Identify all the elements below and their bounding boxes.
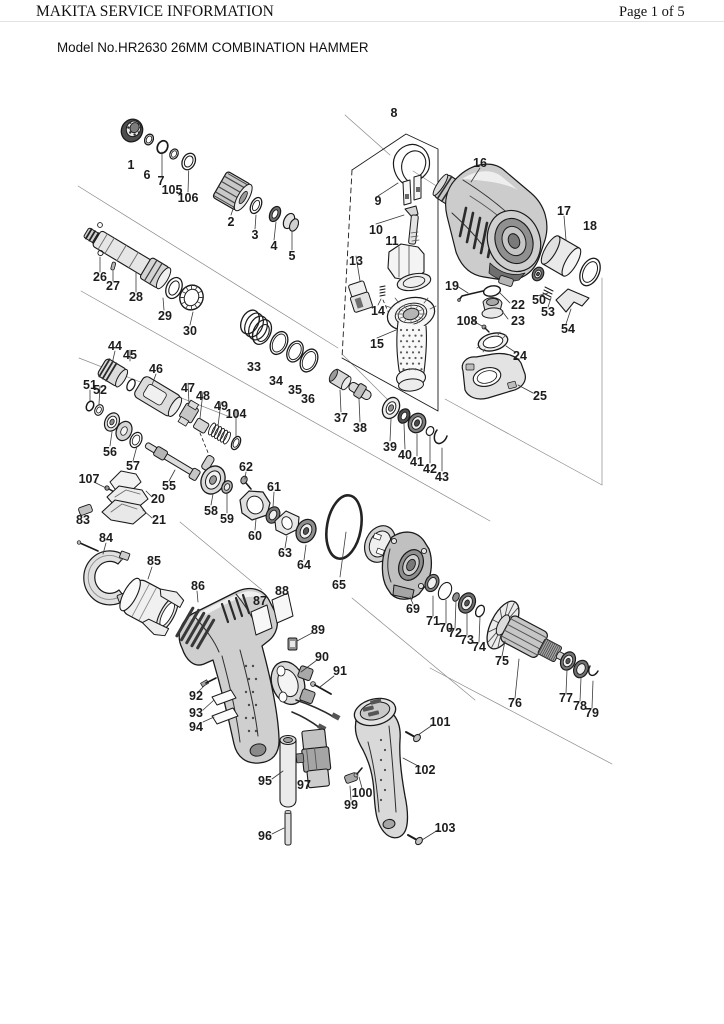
svg-text:13: 13 xyxy=(349,254,363,268)
svg-text:18: 18 xyxy=(583,219,597,233)
svg-text:19: 19 xyxy=(445,279,459,293)
svg-text:8: 8 xyxy=(391,106,398,120)
svg-text:69: 69 xyxy=(406,602,420,616)
svg-text:94: 94 xyxy=(189,720,203,734)
svg-text:51: 51 xyxy=(83,378,97,392)
svg-text:58: 58 xyxy=(204,504,218,518)
svg-text:39: 39 xyxy=(383,440,397,454)
svg-text:5: 5 xyxy=(289,249,296,263)
svg-text:84: 84 xyxy=(99,531,113,545)
svg-text:56: 56 xyxy=(103,445,117,459)
svg-text:40: 40 xyxy=(398,448,412,462)
svg-text:36: 36 xyxy=(301,392,315,406)
svg-text:33: 33 xyxy=(247,360,261,374)
svg-text:97: 97 xyxy=(297,778,311,792)
svg-text:15: 15 xyxy=(370,337,384,351)
svg-text:24: 24 xyxy=(513,349,527,363)
svg-text:4: 4 xyxy=(271,239,278,253)
svg-text:83: 83 xyxy=(76,513,90,527)
svg-text:53: 53 xyxy=(541,305,555,319)
svg-text:1: 1 xyxy=(128,158,135,172)
svg-text:6: 6 xyxy=(144,168,151,182)
svg-text:38: 38 xyxy=(353,421,367,435)
svg-text:29: 29 xyxy=(158,309,172,323)
svg-text:42: 42 xyxy=(423,462,437,476)
svg-text:103: 103 xyxy=(435,821,456,835)
svg-text:73: 73 xyxy=(460,633,474,647)
svg-text:102: 102 xyxy=(415,763,436,777)
svg-text:76: 76 xyxy=(508,696,522,710)
svg-text:37: 37 xyxy=(334,411,348,425)
svg-text:75: 75 xyxy=(495,654,509,668)
svg-text:104: 104 xyxy=(226,407,247,421)
svg-text:45: 45 xyxy=(123,348,137,362)
svg-text:50: 50 xyxy=(532,293,546,307)
svg-text:59: 59 xyxy=(220,512,234,526)
svg-text:105: 105 xyxy=(162,183,183,197)
svg-text:85: 85 xyxy=(147,554,161,568)
svg-text:74: 74 xyxy=(472,640,486,654)
svg-text:108: 108 xyxy=(457,314,478,328)
svg-text:52: 52 xyxy=(93,383,107,397)
svg-text:27: 27 xyxy=(106,279,120,293)
svg-text:57: 57 xyxy=(126,459,140,473)
svg-text:14: 14 xyxy=(371,304,385,318)
svg-text:107: 107 xyxy=(79,472,100,486)
svg-text:88: 88 xyxy=(275,584,289,598)
svg-text:26: 26 xyxy=(93,270,107,284)
svg-text:70: 70 xyxy=(439,621,453,635)
svg-text:46: 46 xyxy=(149,362,163,376)
svg-text:95: 95 xyxy=(258,774,272,788)
svg-text:23: 23 xyxy=(511,314,525,328)
svg-text:48: 48 xyxy=(196,389,210,403)
svg-text:30: 30 xyxy=(183,324,197,338)
svg-text:35: 35 xyxy=(288,383,302,397)
svg-text:3: 3 xyxy=(252,228,259,242)
svg-text:72: 72 xyxy=(448,626,462,640)
svg-text:93: 93 xyxy=(189,706,203,720)
svg-text:63: 63 xyxy=(278,546,292,560)
svg-text:17: 17 xyxy=(557,204,571,218)
svg-text:86: 86 xyxy=(191,579,205,593)
svg-text:87: 87 xyxy=(253,594,267,608)
svg-text:11: 11 xyxy=(385,234,398,248)
svg-text:78: 78 xyxy=(573,699,587,713)
svg-text:44: 44 xyxy=(108,339,122,353)
svg-text:43: 43 xyxy=(435,470,449,484)
svg-text:96: 96 xyxy=(258,829,272,843)
svg-text:22: 22 xyxy=(511,298,525,312)
svg-text:99: 99 xyxy=(344,798,358,812)
svg-text:16: 16 xyxy=(473,156,487,170)
svg-text:25: 25 xyxy=(533,389,547,403)
svg-text:77: 77 xyxy=(559,691,573,705)
svg-text:10: 10 xyxy=(369,223,383,237)
svg-text:65: 65 xyxy=(332,578,346,592)
svg-text:62: 62 xyxy=(239,460,253,474)
svg-text:54: 54 xyxy=(561,322,575,336)
svg-text:60: 60 xyxy=(248,529,262,543)
svg-text:41: 41 xyxy=(410,455,424,469)
svg-text:90: 90 xyxy=(315,650,329,664)
svg-text:47: 47 xyxy=(181,381,195,395)
svg-text:101: 101 xyxy=(430,715,451,729)
svg-text:64: 64 xyxy=(297,558,311,572)
svg-text:9: 9 xyxy=(375,194,382,208)
svg-text:92: 92 xyxy=(189,689,203,703)
svg-text:28: 28 xyxy=(129,290,143,304)
svg-text:2: 2 xyxy=(228,215,235,229)
svg-text:55: 55 xyxy=(162,479,176,493)
svg-text:49: 49 xyxy=(214,399,228,413)
svg-text:79: 79 xyxy=(585,706,599,720)
svg-text:89: 89 xyxy=(311,623,325,637)
svg-text:100: 100 xyxy=(352,786,373,800)
svg-text:20: 20 xyxy=(151,492,165,506)
svg-text:61: 61 xyxy=(267,480,281,494)
svg-text:106: 106 xyxy=(178,191,199,205)
svg-text:91: 91 xyxy=(333,664,347,678)
svg-text:21: 21 xyxy=(152,513,166,527)
svg-text:71: 71 xyxy=(426,614,440,628)
svg-text:34: 34 xyxy=(269,374,283,388)
svg-text:7: 7 xyxy=(158,174,165,188)
